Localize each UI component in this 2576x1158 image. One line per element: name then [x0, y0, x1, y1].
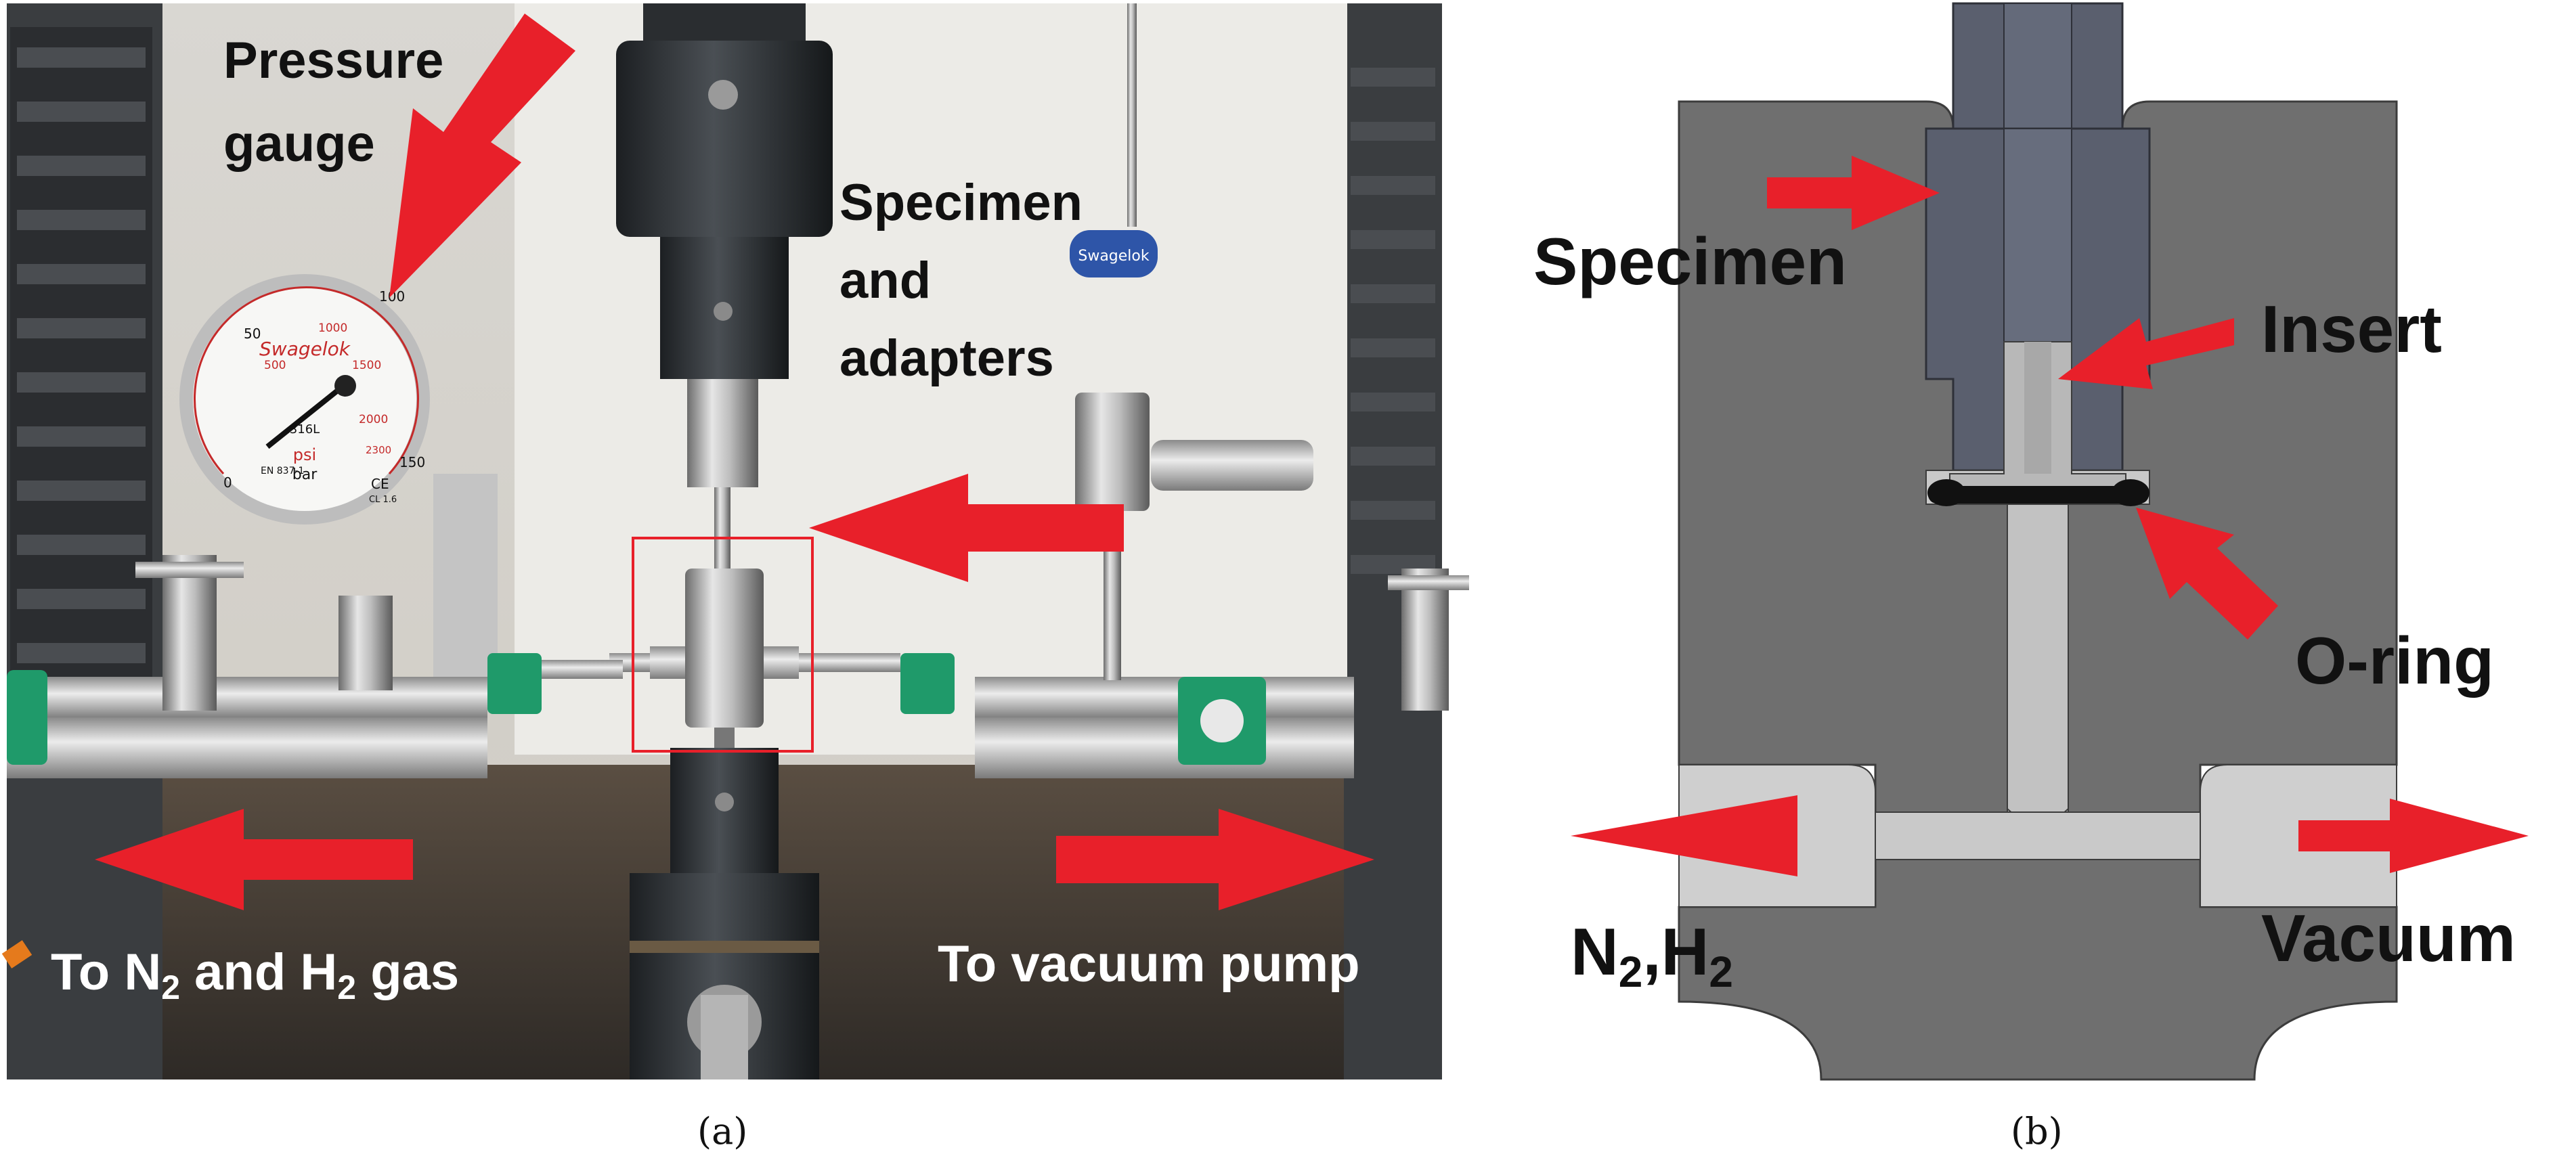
gauge-tick-150: 150	[399, 454, 425, 470]
label-specimen-line2: and	[839, 252, 931, 309]
left-gas-manifold	[7, 555, 623, 778]
gauge-tick-1000: 1000	[318, 321, 347, 335]
arrow-specimen	[809, 474, 1124, 582]
gauge-tick-2300: 2300	[366, 444, 391, 456]
arrow-specimen-b	[1767, 156, 1940, 230]
gauge-tick-1500: 1500	[352, 359, 381, 372]
central-channel	[2007, 504, 2069, 837]
label-to-vacuum: To vacuum pump	[938, 935, 1360, 993]
right-vacuum-manifold: Swagelok	[900, 3, 1469, 778]
gauge-unit-bar: bar	[292, 466, 318, 483]
gauge-brand-text: Swagelok	[259, 338, 351, 360]
specimen-highlight-box	[632, 537, 814, 753]
gauge-unit-psi: psi	[293, 445, 316, 464]
label-insert: Insert	[2261, 292, 2442, 366]
arrow-to-vacuum	[1056, 809, 1374, 910]
gauge-tick-0: 0	[223, 474, 232, 491]
arrow-insert	[2058, 318, 2234, 389]
label-pressure-gauge-line1: Pressure	[223, 32, 443, 89]
label-pressure-gauge-line2: gauge	[223, 115, 375, 173]
arrow-gas	[1571, 795, 1797, 876]
arrow-to-gas	[95, 809, 413, 910]
panel-b-schematic: Specimen Insert O-ring N2,H2 Vacuum	[1533, 2, 2529, 1081]
label-specimen-b: Specimen	[1533, 224, 1847, 298]
caption-panel-b: (b)	[2011, 1110, 2063, 1153]
gauge-tick-50: 50	[244, 326, 261, 342]
label-to-gas: To N2 and H2 gas	[51, 943, 459, 1006]
arrow-oring	[2136, 508, 2278, 640]
pressure-gauge: Swagelok 0 50 100 150 500 1000 1500 2000…	[179, 274, 430, 525]
panel-a-photo: Swagelok Swagelok 0 50 100 150 500 1000 …	[1, 3, 1469, 1079]
gauge-tick-500: 500	[264, 359, 286, 372]
left-machine-column	[7, 3, 162, 1079]
arrow-vacuum	[2298, 799, 2529, 873]
pressure-cell	[609, 569, 900, 748]
right-machine-column	[1344, 3, 1442, 1079]
orange-cable	[1, 940, 32, 968]
gauge-class-text: CL 1.6	[369, 495, 397, 505]
label-oring: O-ring	[2295, 623, 2494, 698]
arrow-pressure-gauge	[389, 14, 575, 298]
horizontal-channel	[1875, 811, 2201, 860]
gauge-tick-2000: 2000	[359, 413, 388, 426]
valve-brand-text: Swagelok	[1078, 248, 1150, 265]
caption-panel-a: (a)	[697, 1110, 748, 1153]
label-vacuum-b: Vacuum	[2261, 901, 2516, 975]
arrow-gas-body	[1794, 820, 1797, 851]
label-specimen-line3: adapters	[839, 330, 1054, 387]
label-gas-b: N2,H2	[1571, 914, 1733, 996]
upper-grip	[616, 3, 833, 569]
label-specimen-line1: Specimen	[839, 174, 1083, 231]
gauge-code-text: EN 837-1	[261, 466, 304, 476]
gauge-ce-text: CE	[371, 476, 389, 492]
o-ring	[1927, 479, 2149, 506]
lower-grip	[630, 748, 819, 1079]
